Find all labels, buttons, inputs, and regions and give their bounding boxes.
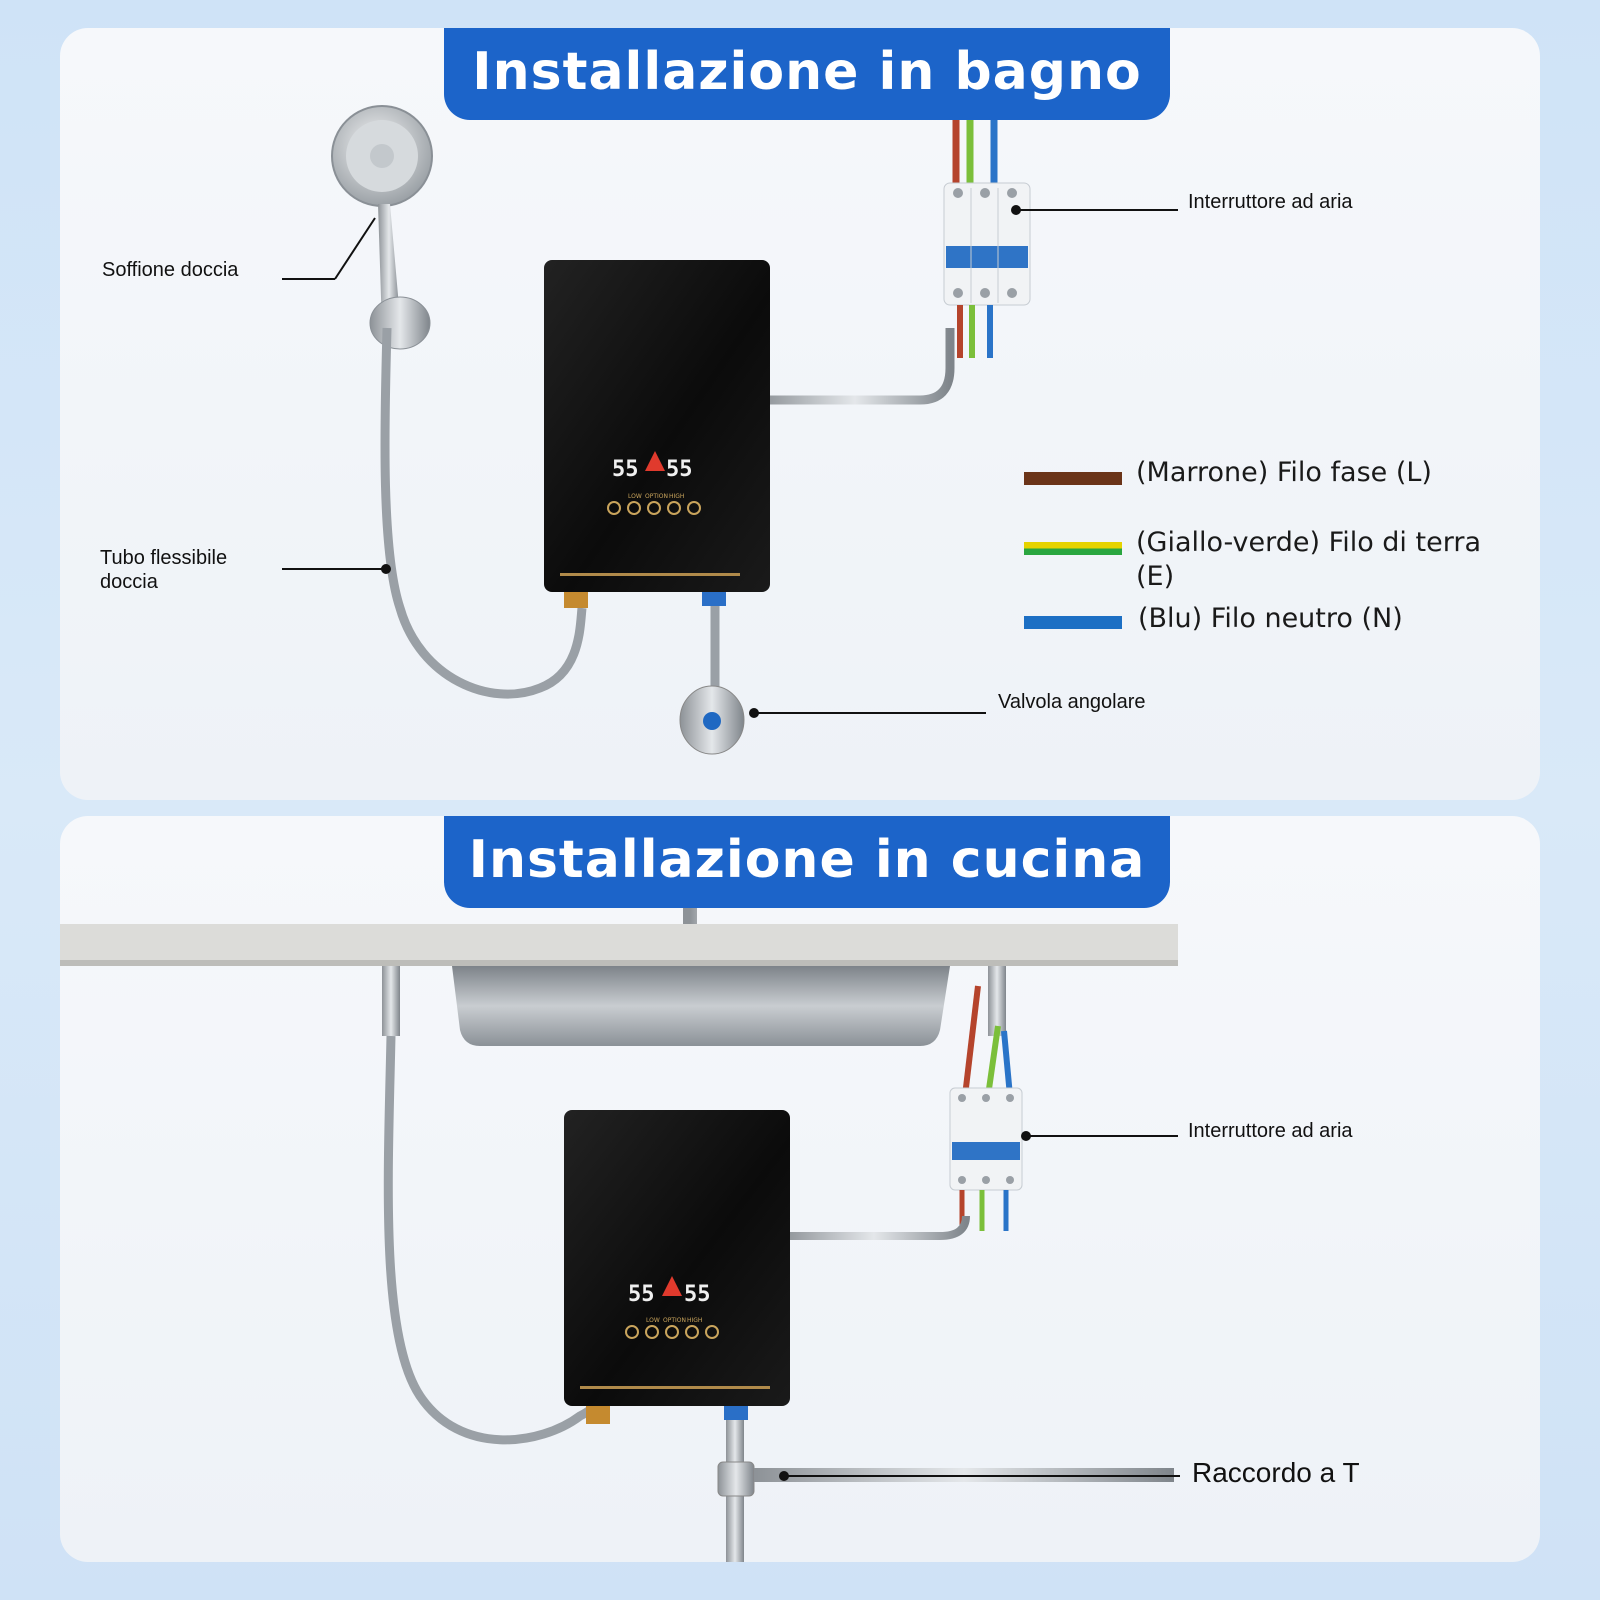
- right-supply-pipe: [988, 966, 1006, 1036]
- shower-hose-label: Tubo flessibile doccia: [100, 547, 228, 593]
- countertop-edge: [60, 960, 1178, 966]
- kitchen-illustration: 55 55 LOW OPTION HIGH: [60, 889, 1180, 1562]
- display-temp-left: 55: [612, 457, 639, 482]
- tee-fitting-label: Raccordo a T: [1192, 1457, 1360, 1488]
- cold-inlet-fitting: [702, 590, 726, 606]
- display-temp-right: 55: [666, 457, 693, 482]
- sink-basin: [452, 966, 950, 1046]
- kitchen-output-wires: [782, 1190, 1009, 1240]
- angle-valve-label: Valvola angolare: [998, 691, 1146, 713]
- bathroom-title: Installazione in bagno: [444, 28, 1170, 120]
- flame-icon: [645, 451, 665, 471]
- shower-head-label: Soffione doccia: [102, 259, 239, 281]
- water-heater: 55 55 LOW OPTION HIGH: [544, 260, 770, 592]
- kitchen-hose: [383, 1035, 605, 1445]
- supply-wires: [952, 118, 998, 188]
- shower-head: [331, 105, 433, 350]
- hot-supply-pipe: [382, 966, 400, 1036]
- blue-wire-swatch: [1024, 616, 1122, 629]
- kitchen-cold-inlet-fitting: [724, 1406, 748, 1420]
- kitchen-air-switch-label: Interruttore ad aria: [1188, 1120, 1353, 1142]
- air-switch-label: Interruttore ad aria: [1188, 191, 1353, 213]
- output-wires: [760, 305, 993, 405]
- angle-valve: [679, 685, 745, 755]
- kitchen-wires: [962, 985, 1013, 1097]
- kitchen-display-temp-right: 55: [684, 1282, 711, 1307]
- leader-lines: [282, 205, 1178, 718]
- bathroom-illustration: 55 55 LOW OPTION HIGH: [282, 105, 1178, 755]
- countertop: [60, 924, 1178, 964]
- button-low-label: LOW: [628, 493, 642, 500]
- legend-earth-wire: (Giallo-verde) Filo di terra (E): [1136, 527, 1481, 592]
- kitchen-button-high-label: HIGH: [687, 1317, 702, 1324]
- button-option-label: OPTION: [645, 493, 668, 500]
- kitchen-water-heater: 55 55 LOW OPTION HIGH: [564, 1110, 790, 1406]
- bathroom-installation-panel: 55 55 LOW OPTION HIGH Installazione in b…: [60, 28, 1540, 800]
- kitchen-button-low-label: LOW: [646, 1317, 660, 1324]
- kitchen-leader-lines: [779, 1131, 1180, 1481]
- kitchen-display-temp-left: 55: [628, 1282, 655, 1307]
- tee-fitting: [717, 1420, 1174, 1562]
- kitchen-installation-panel: 55 55 LOW OPTION HIGH Installazione in c…: [60, 816, 1540, 1562]
- kitchen-title: Installazione in cucina: [444, 816, 1170, 908]
- kitchen-air-switch-breaker: [949, 1087, 1023, 1191]
- air-switch-breaker: [943, 182, 1031, 306]
- kitchen-button-option-label: OPTION: [663, 1317, 686, 1324]
- shower-hose: [380, 327, 587, 699]
- brown-wire-swatch: [1024, 472, 1122, 485]
- button-high-label: HIGH: [669, 493, 684, 500]
- kitchen-hot-outlet-fitting: [586, 1406, 610, 1424]
- legend-phase-wire: (Marrone) Filo fase (L): [1136, 457, 1432, 488]
- kitchen-flame-icon: [662, 1276, 682, 1296]
- yellow-green-wire-swatch: [1024, 542, 1122, 555]
- legend-neutral-wire: (Blu) Filo neutro (N): [1138, 603, 1403, 634]
- hot-outlet-fitting: [564, 590, 588, 608]
